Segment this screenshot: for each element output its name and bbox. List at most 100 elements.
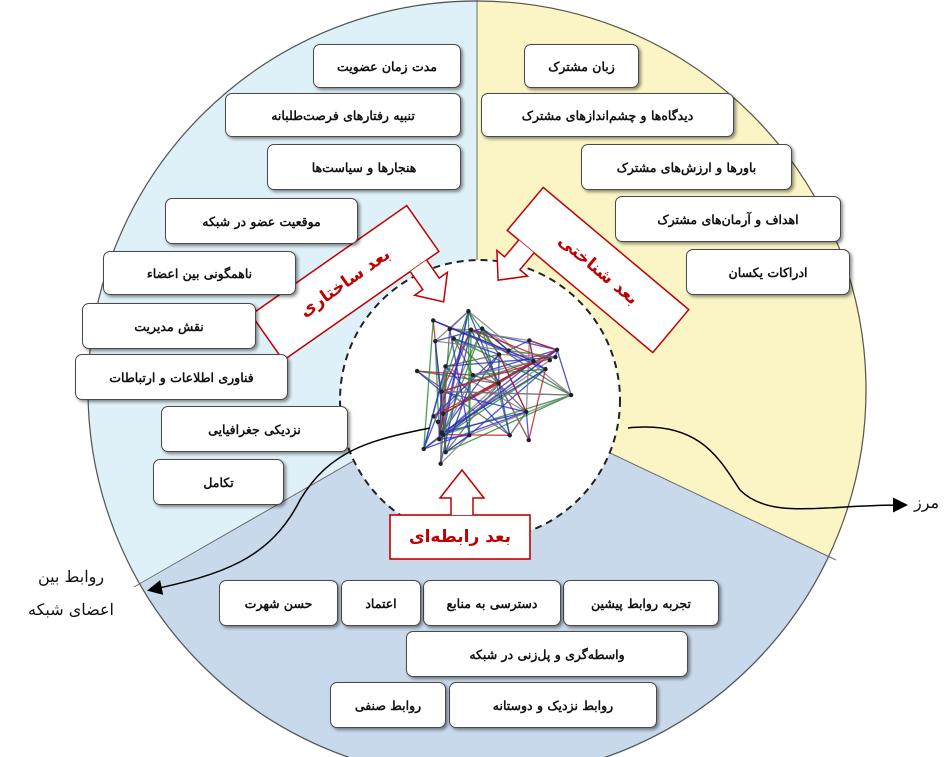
structural-item-evolution: تکامل (153, 459, 284, 505)
network-node (554, 347, 560, 353)
relational-item-reputation: حسن شهرت (219, 580, 338, 626)
structural-item-geographic-proximity: نزدیکی جغرافیایی (161, 406, 348, 452)
network-edge (445, 374, 474, 453)
structural-item-ict: فناوری اطلاعات و ارتباطات (75, 354, 288, 400)
network-edge (472, 356, 556, 376)
network-node (507, 433, 512, 438)
network-node (467, 432, 472, 438)
network-edge (439, 329, 472, 464)
network-node (470, 372, 476, 378)
network-node (443, 364, 448, 369)
network-edge (443, 433, 510, 436)
network-edge (556, 349, 572, 396)
cognitive-callout (496, 186, 690, 354)
network-edge (508, 339, 530, 352)
relational-item-trust: اعتماد (341, 580, 421, 626)
network-edge (438, 349, 558, 440)
cognitive-item-shared-language: زبان مشترک (524, 44, 639, 88)
network-edge (525, 411, 530, 441)
network-edge (442, 374, 474, 435)
relational-item-close-relations: روابط نزدیک و دوستانه (449, 682, 657, 728)
structural-item-member-position: موقعیت عضو در شبکه (165, 198, 358, 244)
network-edge (434, 310, 469, 342)
network-node (447, 326, 452, 332)
network-node (506, 348, 511, 353)
network-node (441, 411, 446, 416)
member-relations-leader (147, 427, 431, 595)
network-node (496, 381, 501, 386)
structural-item-opportunism-punishment: تنبیه رفتارهای فرصت‌طلبانه (225, 93, 461, 137)
cognitive-item-shared-views: دیدگاه‌ها و چشم‌اندازهای مشترک (481, 93, 734, 137)
network-node (451, 336, 456, 341)
network-edge (441, 368, 546, 434)
network-graph (414, 308, 574, 466)
network-node (414, 368, 420, 374)
network-edge (440, 434, 470, 465)
network-edge (469, 394, 572, 436)
network-edge (472, 374, 499, 385)
network-node (433, 338, 438, 344)
boundary-label: مرز (914, 493, 940, 512)
network-edge (439, 328, 451, 464)
network-node (437, 437, 442, 442)
network-edge (509, 411, 527, 436)
network-node (435, 419, 441, 425)
network-node (547, 358, 553, 363)
relational-item-resource-access: دسترسی به منابع (423, 580, 561, 626)
network-node (440, 432, 446, 437)
network-node (553, 354, 558, 360)
network-edge (445, 434, 470, 453)
network-node (431, 414, 436, 419)
network-edge (481, 327, 534, 362)
network-edge (441, 390, 572, 396)
network-node (524, 409, 529, 415)
member-relations-label-line2: اعضای شبکه (28, 600, 114, 619)
structural-item-member-heterogeneity: ناهمگونی بین اعضاء (103, 251, 296, 295)
network-edge (529, 339, 558, 351)
structural-item-management-role: نقش مدیریت (82, 303, 256, 349)
cognitive-item-same-perceptions: ادراکات یکسان (686, 249, 850, 295)
structural-item-norms-policies: هنجارها و سیاست‌ها (267, 144, 461, 190)
network-edge (435, 340, 556, 358)
network-edge (498, 383, 511, 436)
network-node (526, 437, 531, 443)
network-edge (423, 366, 447, 450)
network-node (438, 461, 443, 466)
cognitive-item-shared-beliefs: باورها و ارزش‌های مشترک (581, 144, 792, 190)
structural-item-membership-duration: مدت زمان عضویت (313, 44, 461, 88)
network-edge (528, 340, 535, 362)
network-edge (440, 310, 470, 392)
network-edge (470, 329, 572, 396)
network-node (439, 389, 444, 394)
network-node (527, 338, 532, 343)
member-relations-label-line1: روابط بین (38, 567, 105, 586)
network-node (468, 327, 474, 332)
boundary-leader (627, 426, 908, 513)
network-node (531, 358, 536, 364)
network-edge (468, 368, 546, 436)
network-edge (441, 356, 556, 393)
network-edge (445, 394, 572, 453)
relational-item-brokerage: واسطه‌گری و پل‌زنی در شبکه (406, 631, 688, 677)
network-node (431, 318, 436, 323)
network-edge (445, 356, 556, 368)
structural-callout (250, 204, 449, 362)
network-edge (416, 370, 442, 393)
network-edge (439, 434, 470, 440)
network-edge (438, 391, 443, 440)
network-edge (416, 370, 499, 385)
network-edge (423, 320, 434, 449)
cognitive-item-shared-goals: اهداف و آرمان‌های مشترک (615, 196, 841, 242)
network-node (568, 392, 574, 398)
relational-callout (389, 468, 531, 560)
network-edge (438, 368, 546, 440)
network-edge (472, 368, 546, 376)
network-edge (470, 329, 500, 384)
network-edge (441, 411, 527, 434)
relational-item-guild-relations: روابط صنفی (330, 682, 446, 728)
network-edge (498, 354, 527, 413)
network-node (496, 352, 502, 357)
relational-dimension-label: بعد رابطه‌ای (409, 527, 511, 547)
network-node (480, 326, 485, 331)
network-node (421, 446, 426, 452)
